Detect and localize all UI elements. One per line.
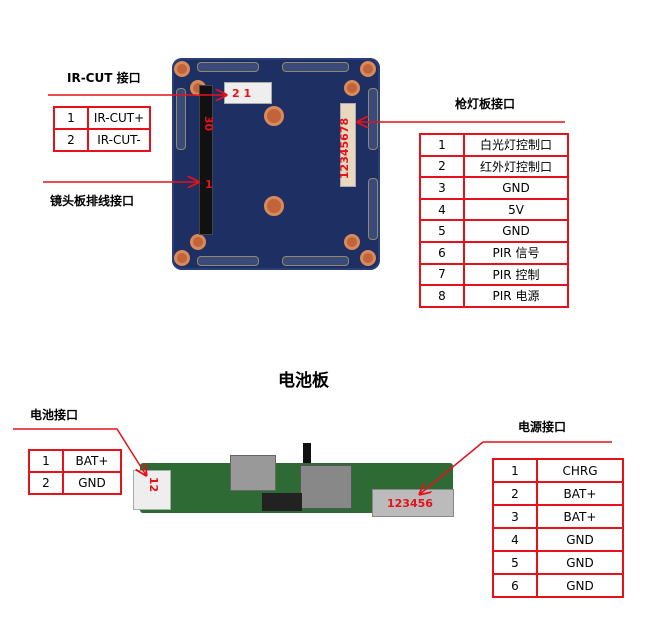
pin-function: BAT+ [536,504,624,529]
pin-number: 1 [53,106,89,130]
pin-function: GND [536,573,624,598]
pin-number: 7 [419,262,465,287]
pin-function: IR-CUT+ [87,106,151,130]
pin-number: 2 [492,481,538,506]
pin-function: PIR 电源 [463,284,569,308]
pin-function: BAT+ [536,481,624,506]
pin-number: 1 [28,449,64,473]
pin-number: 3 [419,176,465,200]
pin-function: GND [536,550,624,575]
power-port-title: 电源接口 [518,420,567,434]
pin-number: 1 [492,458,538,483]
pin-function: GND [62,471,122,495]
battery-board-title: 电池板 [278,371,329,391]
lens-ribbon-title: 镜头板排线接口 [50,194,135,208]
pin-number: 6 [492,573,538,598]
pin-number: 4 [419,197,465,222]
pin-number: 2 [419,154,465,179]
lens-connector-pin-1: 1 [205,178,213,191]
flash-board-title: 枪灯板接口 [455,97,516,111]
pin-function: GND [463,219,569,243]
pin-number: 2 [28,471,64,495]
flash-connector-pin-numbers: 12345678 [338,117,352,180]
ircut-connector-pin-numbers: 2 1 [232,87,252,100]
lens-connector-pin-30: 30 [202,115,216,132]
battery-board-photo [133,443,454,517]
ircut-title: IR-CUT 接口 [67,71,141,85]
pin-function: IR-CUT- [87,128,151,152]
pin-number: 5 [492,550,538,575]
pin-number: 4 [492,527,538,552]
pin-function: BAT+ [62,449,122,473]
pin-function: GND [536,527,624,552]
pin-function: 白光灯控制口 [463,133,569,157]
pin-number: 5 [419,219,465,243]
pin-number: 2 [53,128,89,152]
pin-function: PIR 信号 [463,240,569,265]
main-board-photo [172,58,380,270]
battery-connector-pin-numbers: 12 [147,476,161,493]
pin-number: 1 [419,133,465,157]
pin-number: 6 [419,240,465,265]
pin-function: CHRG [536,458,624,483]
battery-port-title: 电池接口 [30,408,79,422]
pin-function: PIR 控制 [463,262,569,287]
pin-function: 红外灯控制口 [463,154,569,179]
power-connector-pin-numbers: 123456 [387,497,433,510]
pin-number: 8 [419,284,465,308]
pin-number: 3 [492,504,538,529]
pin-function: GND [463,176,569,200]
pin-function: 5V [463,197,569,222]
